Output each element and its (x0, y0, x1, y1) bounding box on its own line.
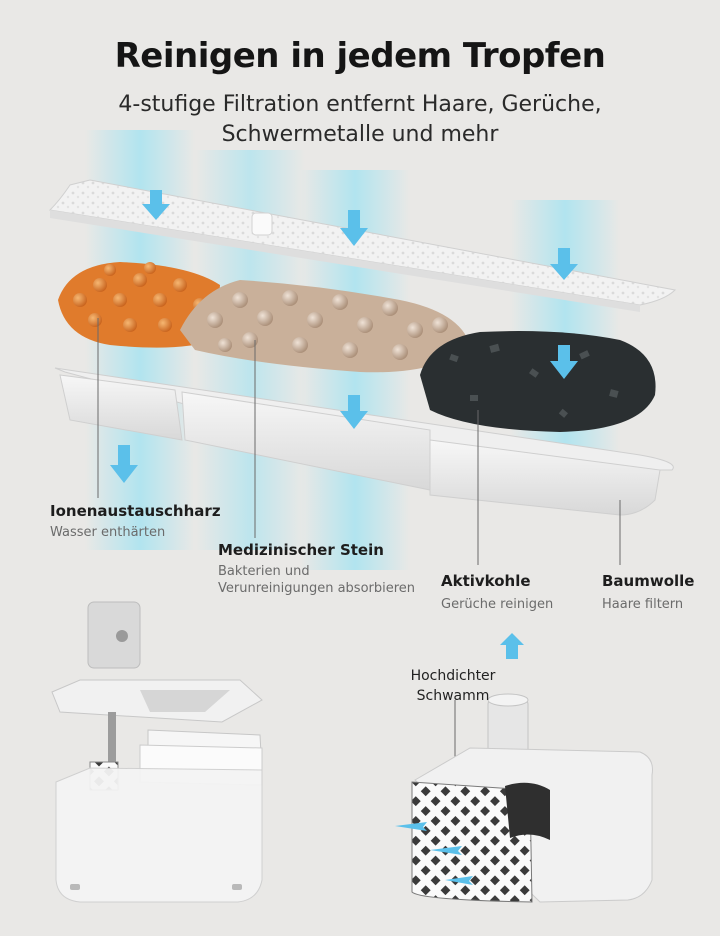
fountain-device (51, 601, 263, 903)
leader-lines (97, 318, 621, 780)
layer-label-resin: Ionenaustauschharz (50, 502, 221, 520)
layer-label-carbon: Aktivkohle (441, 572, 531, 590)
layer-label-stone: Medizinischer Stein (218, 541, 384, 559)
layer-desc-resin: Wasser enthärten (50, 525, 166, 540)
layer-desc-stone: Bakterien und Verunreinigungen absorbier… (218, 564, 416, 596)
page-title: Reinigen in jedem Tropfen (114, 36, 606, 76)
pump-sponge-label: Hochdichter Schwamm (410, 668, 496, 704)
carbon-pile (420, 331, 656, 432)
layer-label-cotton: Baumwolle (602, 572, 695, 590)
cotton-sheet (48, 179, 677, 312)
layer-desc-carbon: Gerüche reinigen (441, 597, 554, 612)
layer-desc-cotton: Haare filtern (602, 597, 684, 612)
filter-tray (54, 367, 674, 516)
flow-arrows (110, 190, 578, 483)
pump-device (395, 633, 653, 903)
page-subtitle: 4-stufige Filtration entfernt Haare, Ger… (118, 92, 602, 147)
stone-pile (180, 280, 470, 373)
